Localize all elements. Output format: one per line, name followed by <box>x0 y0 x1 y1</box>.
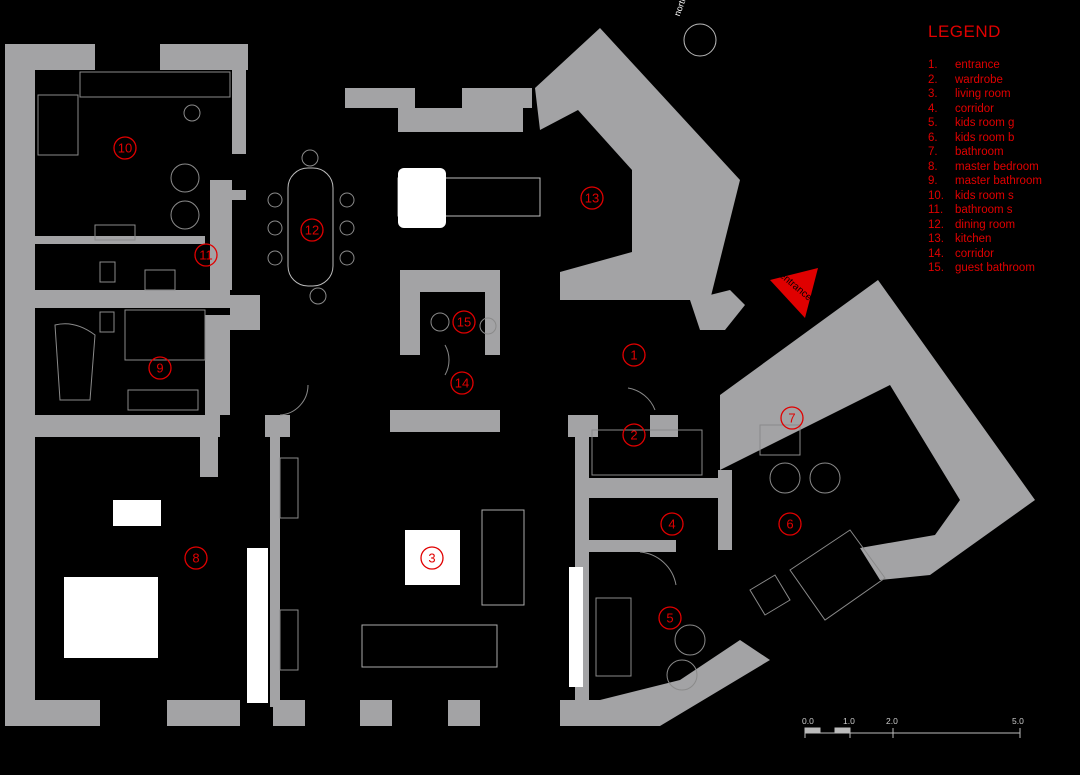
legend-list: 1. entrance 2. wardrobe 3. living room 4. corri… <box>928 58 1042 276</box>
legend-item-number: 6. <box>928 131 938 144</box>
legend-item-label: kids room b <box>955 131 1015 144</box>
room-marker-number: 3 <box>428 551 435 566</box>
entrance-arrow <box>770 268 818 318</box>
legend-item: 4. corridor <box>928 102 1042 117</box>
legend-item-label: kids room g <box>955 117 1015 129</box>
legend-item: 3. living room <box>928 87 1042 102</box>
legend-item-label: master bedroom <box>955 160 1039 173</box>
room-marker-circle <box>622 343 646 367</box>
legend-item-number: 4. <box>928 102 938 115</box>
legend-item: 5. kids room g <box>928 116 1042 131</box>
room-marker-circle <box>420 546 444 570</box>
furniture <box>37 71 886 691</box>
room-marker-circle <box>300 218 324 242</box>
legend-item-label: wardrobe <box>955 73 1003 86</box>
legend-item-label: corridor <box>955 247 994 260</box>
room-marker-circle <box>580 186 604 210</box>
legend-item: 7. bathroom <box>928 145 1042 160</box>
room-marker-number: 12 <box>305 223 319 238</box>
legend-item: 1. entrance <box>928 58 1042 73</box>
legend-item-label: dining room <box>955 218 1016 231</box>
white-furniture <box>64 168 583 703</box>
room-marker-number: 15 <box>457 315 471 330</box>
room-marker-number: 1 <box>630 348 637 363</box>
room-marker-circle <box>660 512 684 536</box>
legend-item: 8. master bedroom <box>928 160 1042 175</box>
legend-item-number: 7. <box>928 146 938 158</box>
legend-item-label: kids room s <box>955 189 1014 202</box>
room-marker-circle <box>622 423 646 447</box>
legend-item: 2. wardrobe <box>928 73 1042 88</box>
room-marker-circle <box>113 136 137 160</box>
legend: LEGEND 1. entrance 2. wardrobe 3. living room… <box>928 22 1042 276</box>
room-marker-number: 10 <box>118 141 132 156</box>
legend-title: LEGEND <box>928 22 1001 41</box>
room-marker-number: 8 <box>192 551 199 566</box>
scale-label-2: 2.0 <box>886 716 898 726</box>
room-marker-circle <box>194 243 218 267</box>
legend-item: 15. guest bathroom <box>928 261 1042 276</box>
room-marker-number: 14 <box>455 376 469 391</box>
legend-item-label: bathroom s <box>955 204 1013 216</box>
legend-item: 14. corridor <box>928 247 1042 262</box>
room-marker-number: 11 <box>199 248 213 263</box>
legend-item-number: 14. <box>928 247 944 260</box>
legend-item-number: 12. <box>928 218 944 231</box>
legend-item-number: 11. <box>928 204 944 216</box>
legend-item-number: 2. <box>928 73 938 86</box>
room-marker-circle <box>148 356 172 380</box>
room-marker-number: 6 <box>786 517 793 532</box>
legend-item: 10. kids room s <box>928 189 1042 204</box>
legend-item: 12. dining room <box>928 218 1042 233</box>
legend-item-label: living room <box>955 88 1011 100</box>
room-marker-circle <box>452 310 476 334</box>
legend-item-number: 5. <box>928 117 938 129</box>
scale-label-0: 0.0 <box>802 716 814 726</box>
room-marker-circle <box>780 406 804 430</box>
scale-bar <box>804 727 1021 738</box>
north-compass <box>683 23 717 57</box>
legend-item-label: kitchen <box>955 233 992 245</box>
legend-item-number: 13. <box>928 233 944 245</box>
room-marker-circle <box>778 512 802 536</box>
legend-item-number: 9. <box>928 175 938 187</box>
legend-item: 9. master bathroom <box>928 174 1042 189</box>
scale-label-5: 5.0 <box>1012 716 1024 726</box>
legend-item-number: 1. <box>928 59 938 71</box>
room-marker-circle <box>184 546 208 570</box>
room-marker-number: 5 <box>666 611 673 626</box>
room-marker-circle <box>450 371 474 395</box>
legend-item-label: corridor <box>955 102 994 115</box>
walls <box>5 28 1035 726</box>
legend-item-label: bathroom <box>955 146 1004 158</box>
legend-item-label: guest bathroom <box>955 262 1035 274</box>
room-marker-number: 7 <box>788 411 795 426</box>
room-marker-circle <box>658 606 682 630</box>
legend-item-number: 10. <box>928 189 944 202</box>
room-marker-number: 2 <box>630 428 637 443</box>
legend-item: 13. kitchen <box>928 232 1042 247</box>
legend-item: 11. bathroom s <box>928 203 1042 218</box>
legend-item-label: master bathroom <box>955 175 1042 187</box>
legend-item-number: 8. <box>928 160 938 173</box>
legend-item-number: 15. <box>928 262 944 274</box>
room-marker-number: 4 <box>668 517 675 532</box>
legend-item-number: 3. <box>928 88 938 100</box>
legend-item-label: entrance <box>955 59 1000 71</box>
scale-label-1: 1.0 <box>843 716 855 726</box>
room-marker-number: 13 <box>585 191 599 206</box>
room-marker-number: 9 <box>156 361 163 376</box>
legend-item: 6. kids room b <box>928 131 1042 146</box>
